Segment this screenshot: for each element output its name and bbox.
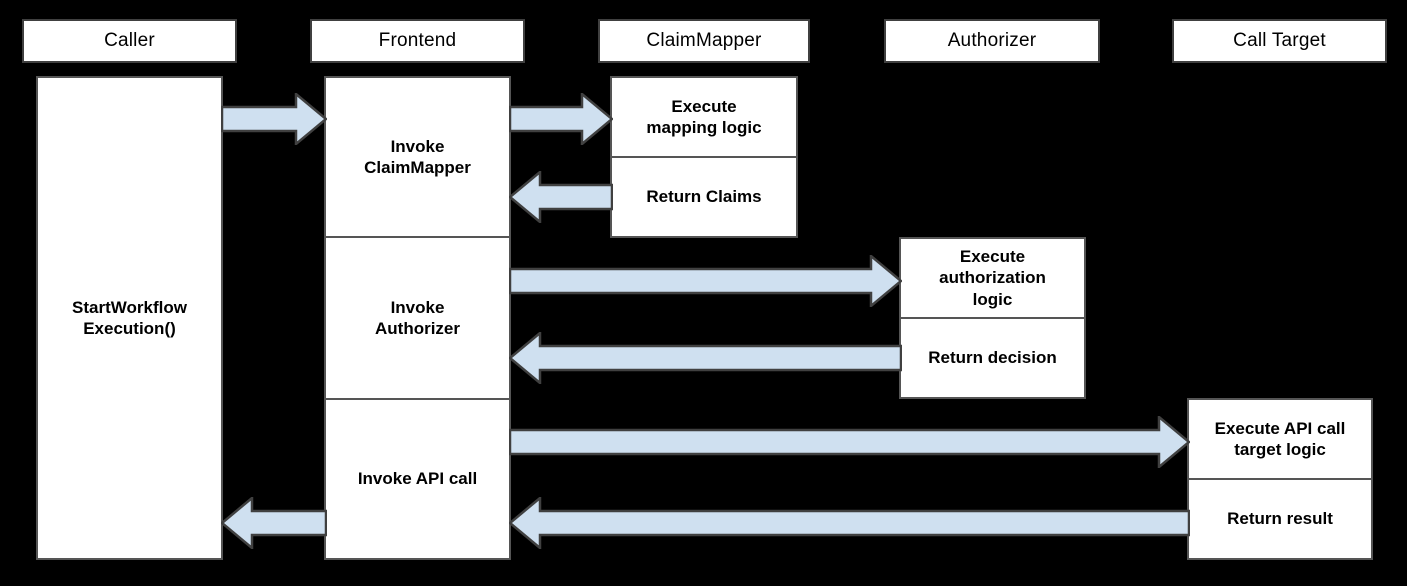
arrow-calltarget-to-frontend-icon — [509, 497, 1190, 549]
arrow-frontend-to-authorizer-icon — [509, 255, 902, 307]
activation-frontend-apicall[interactable]: Invoke API call — [324, 399, 511, 560]
lane-header-caller[interactable]: Caller — [22, 19, 237, 63]
arrow-frontend-to-caller-icon — [221, 497, 327, 549]
lane-header-calltarget-label: Call Target — [1233, 30, 1326, 51]
lane-header-frontend[interactable]: Frontend — [310, 19, 525, 63]
activation-claimmapper-return-label: Return Claims — [646, 187, 762, 207]
arrow-claimmapper-to-frontend-icon — [509, 171, 613, 223]
lane-header-claimmapper[interactable]: ClaimMapper — [598, 19, 810, 63]
activation-authorizer-return-label: Return decision — [928, 348, 1057, 368]
activation-frontend-apicall-label: Invoke API call — [357, 469, 478, 489]
activation-calltarget-return[interactable]: Return result — [1187, 479, 1373, 560]
lane-header-claimmapper-label: ClaimMapper — [646, 30, 762, 51]
activation-authorizer-return[interactable]: Return decision — [899, 318, 1086, 399]
arrow-frontend-to-calltarget-icon — [509, 416, 1190, 468]
arrow-frontend-to-claimmapper-icon — [509, 93, 613, 145]
lane-header-authorizer-label: Authorizer — [947, 30, 1037, 51]
activation-claimmapper-return[interactable]: Return Claims — [610, 157, 798, 238]
lane-header-caller-label: Caller — [104, 30, 155, 51]
arrow-authorizer-to-frontend-icon — [509, 332, 902, 384]
lane-header-authorizer[interactable]: Authorizer — [884, 19, 1100, 63]
activation-calltarget-return-label: Return result — [1227, 509, 1333, 529]
lane-header-frontend-label: Frontend — [378, 30, 457, 51]
arrow-caller-to-frontend-icon — [221, 93, 327, 145]
lane-header-calltarget[interactable]: Call Target — [1172, 19, 1387, 63]
